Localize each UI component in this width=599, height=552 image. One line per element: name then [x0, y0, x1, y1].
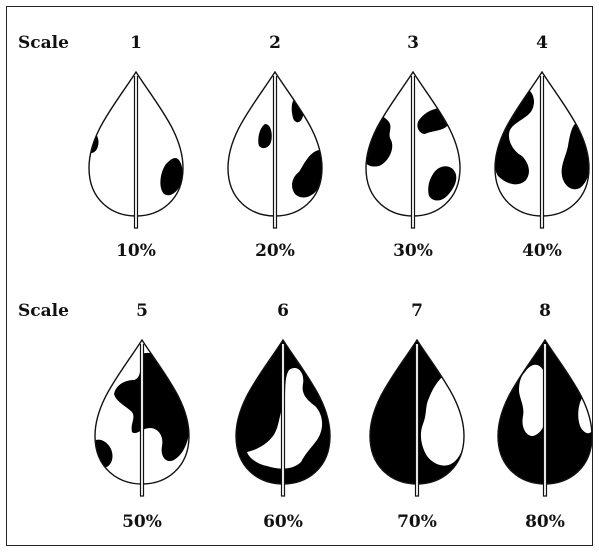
leaf-midrib	[414, 344, 420, 497]
leaf-midrib	[539, 76, 545, 229]
percent-label-8: 80%	[525, 512, 565, 532]
scale-number-2: 2	[269, 33, 281, 53]
percent-label-5: 50%	[122, 512, 162, 532]
lesion-spots	[366, 108, 457, 201]
percent-label-3: 30%	[393, 241, 433, 261]
percent-label-6: 60%	[263, 512, 303, 532]
leaf-scale-2	[227, 70, 323, 229]
percent-label-1: 10%	[116, 241, 156, 261]
scale-number-6: 6	[277, 301, 289, 321]
percent-label-2: 20%	[255, 241, 295, 261]
leaf-scale-7	[369, 338, 465, 497]
scale-number-3: 3	[407, 33, 419, 53]
scale-number-1: 1	[130, 33, 142, 53]
leaf-midrib	[542, 344, 548, 497]
leaf-midrib	[133, 76, 139, 229]
leaf-scale-6	[235, 338, 331, 497]
leaf-midrib	[139, 344, 145, 497]
scale-number-7: 7	[411, 301, 423, 321]
scale-number-4: 4	[536, 33, 548, 53]
scale-label-row-1: Scale	[18, 33, 69, 53]
percent-label-7: 70%	[397, 512, 437, 532]
lesion-spots	[258, 98, 322, 198]
leaf-scale-3	[365, 70, 461, 229]
leaf-scale-4	[494, 70, 590, 229]
scale-number-5: 5	[136, 301, 148, 321]
scale-number-8: 8	[539, 301, 551, 321]
scale-label-row-2: Scale	[18, 301, 69, 321]
leaf-midrib	[272, 76, 278, 229]
percent-label-4: 40%	[522, 241, 562, 261]
leaf-scale-8	[497, 338, 593, 497]
leaf-midrib	[280, 344, 286, 497]
leaf-scale-1	[88, 70, 184, 229]
leaf-midrib	[410, 76, 416, 229]
leaf-scale-5	[94, 338, 190, 497]
